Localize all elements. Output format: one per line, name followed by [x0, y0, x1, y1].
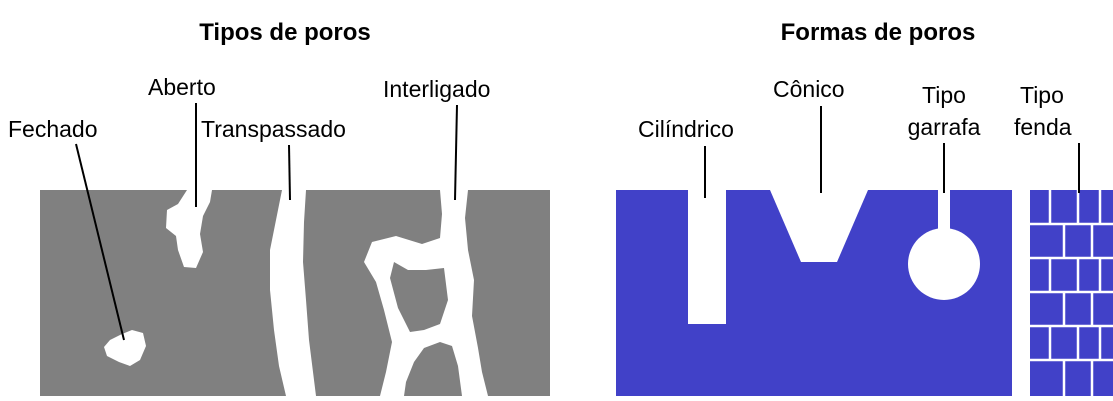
- pore-types-title: Tipos de poros: [199, 19, 371, 46]
- interconnected-pore: [364, 190, 488, 396]
- pointer-closed: [75, 143, 125, 341]
- pore-shapes-panel: Formas de poros: [616, 19, 1113, 396]
- label-interconnected: Interligado: [383, 76, 490, 102]
- conical-pore: [770, 190, 868, 262]
- label-conical: Cônico: [773, 76, 845, 102]
- closed-pore: [104, 330, 146, 366]
- label-bottle-line2: garrafa: [908, 114, 981, 140]
- pore-shapes-title: Formas de poros: [781, 19, 976, 46]
- pointer-through: [288, 144, 291, 201]
- through-pore: [270, 190, 316, 396]
- label-open: Aberto: [148, 74, 216, 100]
- bottle-pore-neck: [938, 190, 950, 232]
- label-slit-line1: Tipo: [1020, 82, 1064, 108]
- label-bottle-line1: Tipo: [922, 82, 966, 108]
- slit-pore-block: [1030, 190, 1113, 396]
- label-through: Transpassado: [201, 116, 346, 142]
- label-cylindrical: Cilíndrico: [638, 116, 734, 142]
- cylindrical-pore: [688, 190, 726, 324]
- open-pore: [166, 190, 212, 268]
- bottle-pore-body: [908, 228, 980, 300]
- label-closed: Fechado: [8, 116, 98, 142]
- pore-types-panel: Tipos de poros Fechado Aberto Transpassa…: [8, 19, 550, 396]
- label-slit-line2: fenda: [1014, 114, 1072, 140]
- pointer-interconnected: [454, 104, 458, 201]
